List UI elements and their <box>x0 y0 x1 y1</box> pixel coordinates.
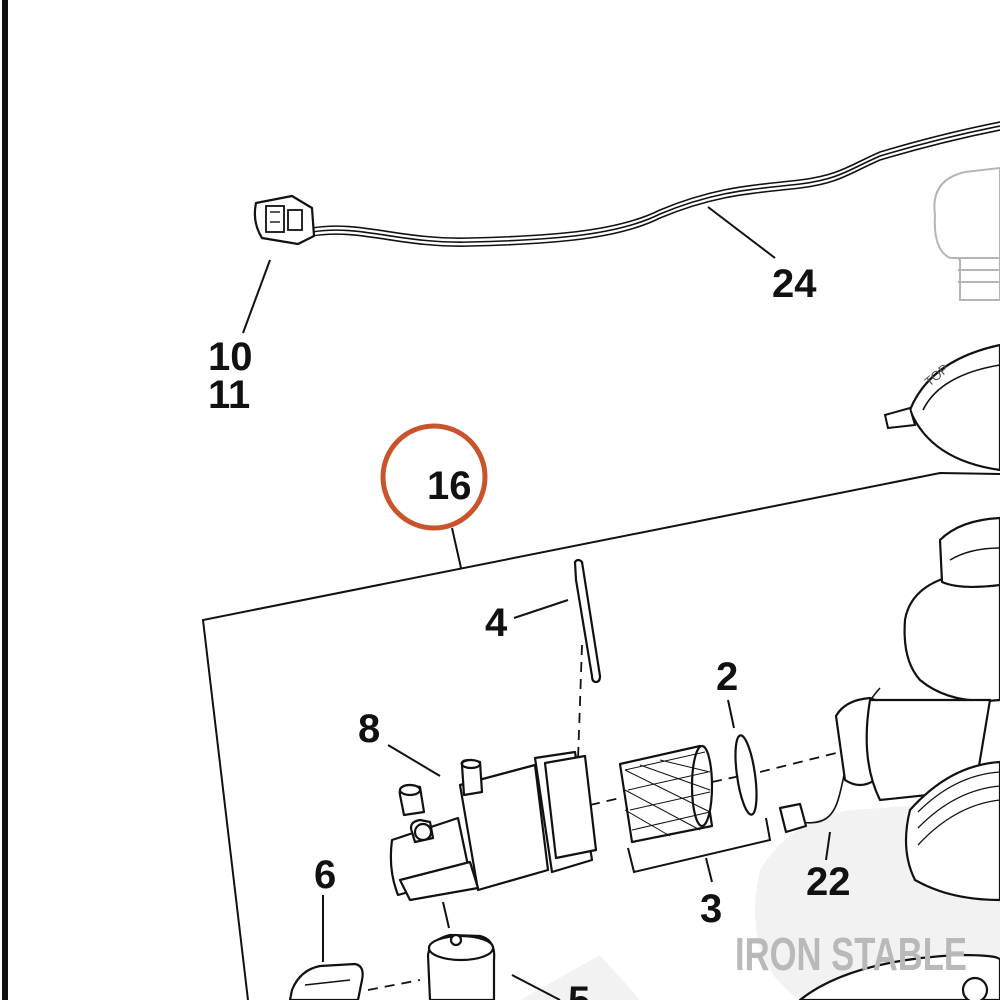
callout-8: 8 <box>358 707 380 751</box>
callout-11: 11 <box>208 373 250 417</box>
callout-5: 5 <box>568 979 590 1000</box>
dash-4 <box>577 644 583 761</box>
leader-16 <box>451 527 462 569</box>
callout-2: 2 <box>716 655 738 699</box>
callout-10: 10 <box>208 335 253 379</box>
dash-6 <box>367 979 421 991</box>
assembly-16-boundary <box>201 471 1000 1000</box>
callout-4: 4 <box>485 601 508 645</box>
leader-5 <box>511 974 561 1000</box>
leader-2 <box>727 699 735 729</box>
harness-connector <box>253 194 316 246</box>
bracket-3 <box>627 817 772 874</box>
wiring-harness <box>311 121 1000 247</box>
leader-3 <box>705 857 713 883</box>
leader-10 <box>242 259 271 334</box>
ghost-mounting-ring: TOP <box>883 343 1000 472</box>
highlight-circle <box>380 423 488 531</box>
callout-24: 24 <box>772 262 817 306</box>
leader-22 <box>825 831 831 861</box>
leader-8 <box>387 744 441 777</box>
callout-22: 22 <box>806 860 851 904</box>
part-5-regulator <box>426 933 496 1000</box>
part-6-clamp <box>288 962 364 1000</box>
assembly-axis <box>589 751 841 806</box>
leader-4 <box>513 599 569 619</box>
watermark-text: IRON STABLE <box>735 928 967 980</box>
part-4-tube <box>573 558 602 684</box>
leader-24 <box>707 206 776 259</box>
ghost-fuel-cap <box>933 166 1000 301</box>
callout-3: 3 <box>700 887 722 931</box>
leader-8b <box>442 901 450 929</box>
callout-6: 6 <box>314 853 336 897</box>
callout-16: 16 <box>427 464 472 508</box>
fuel-tank-module <box>798 516 1000 1000</box>
part-2-o-ring <box>734 734 758 816</box>
part-3-filter <box>618 744 714 844</box>
part-8-fuel-pump <box>389 750 598 902</box>
